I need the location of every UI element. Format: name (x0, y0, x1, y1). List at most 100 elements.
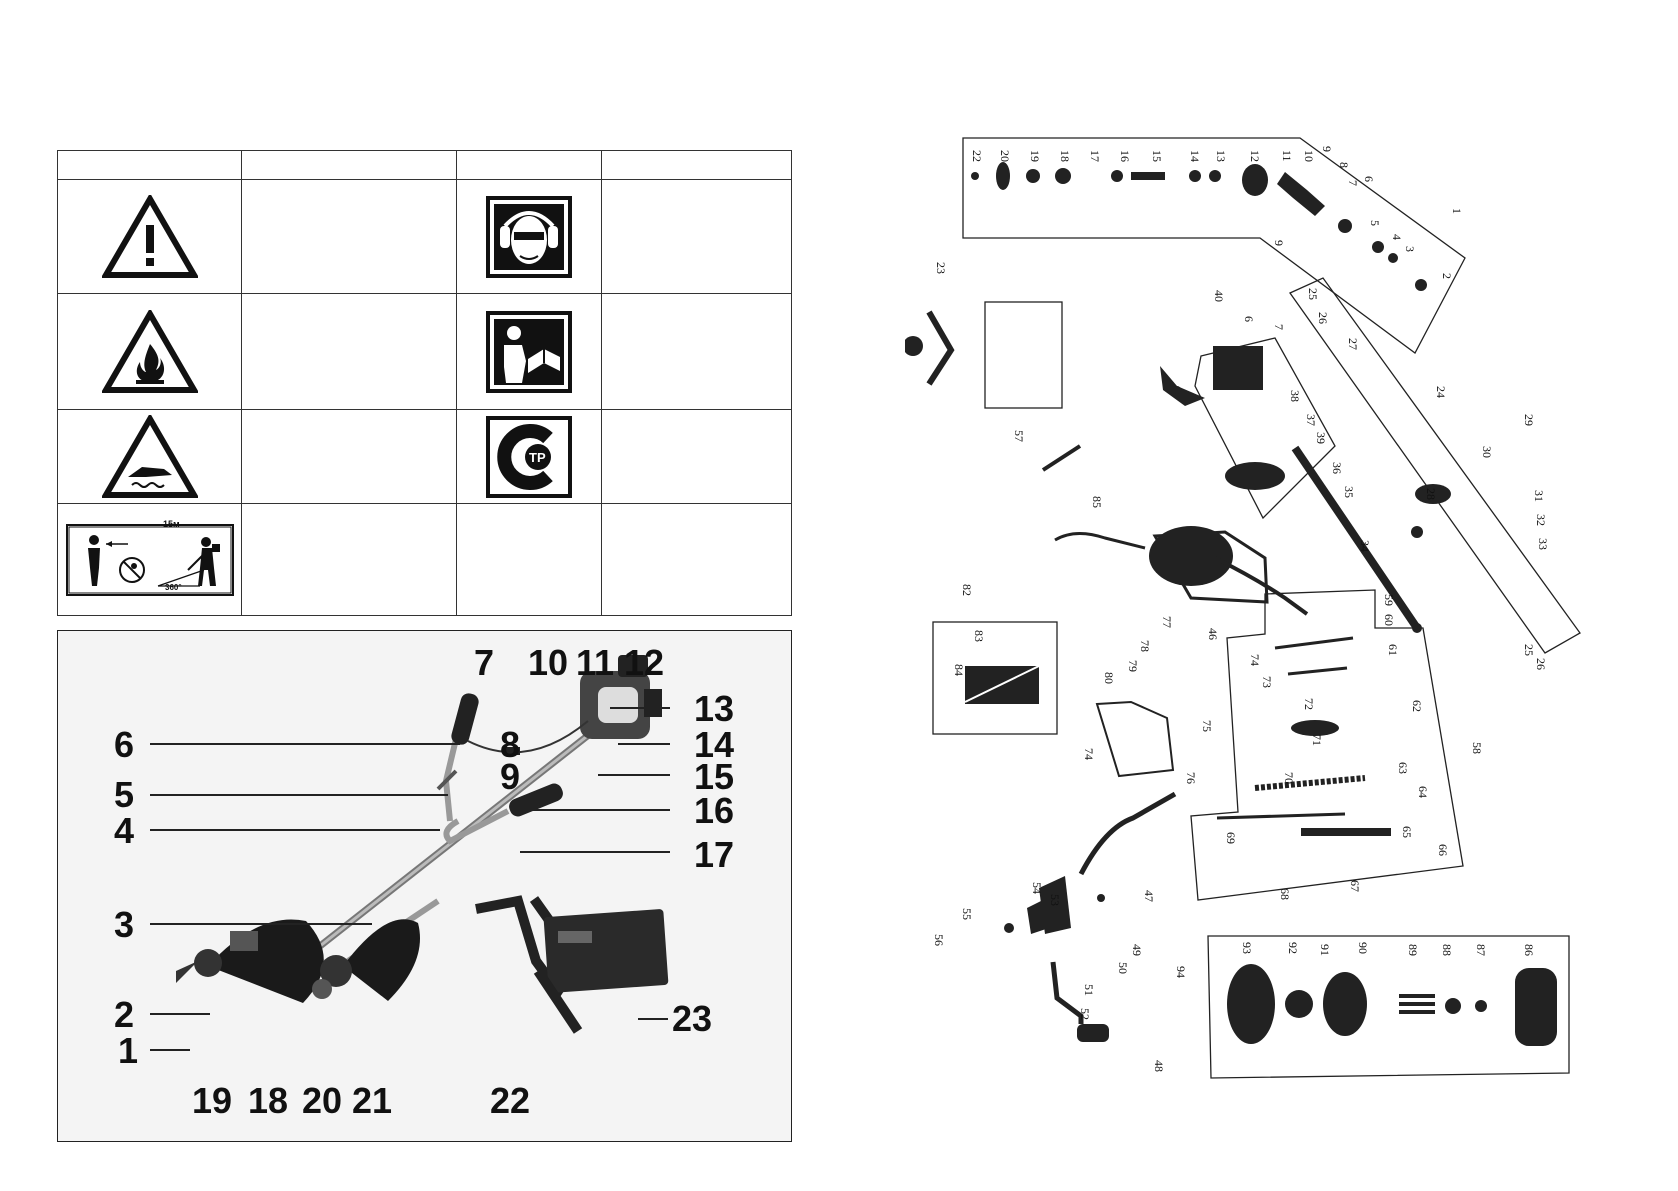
part-label: 74 (1248, 654, 1262, 666)
part-label: 20 (998, 150, 1012, 162)
part-label: 40 (1212, 290, 1226, 302)
part-label: 94 (1174, 966, 1188, 978)
part-label: 27 (1346, 338, 1360, 350)
part-label: 49 (1130, 944, 1144, 956)
part-label: 90 (1356, 942, 1370, 954)
part-label: 9 (1272, 240, 1286, 246)
part-label: 77 (1160, 616, 1174, 628)
table-divider (58, 503, 791, 504)
safety-symbols-table: TP 15м 360° (57, 150, 792, 616)
part-label: 38 (1288, 390, 1302, 402)
part-label: 66 (1436, 844, 1450, 856)
part-label: 54 (1030, 882, 1044, 894)
part-label: 7 (1346, 180, 1360, 186)
angle-label: 360° (165, 583, 182, 592)
callout-leader (150, 829, 440, 831)
part-label: 31 (1532, 490, 1546, 502)
part-label: 2 (1440, 273, 1454, 279)
callout-number: 15 (694, 756, 735, 797)
part-label: 74 (1082, 748, 1096, 760)
part-label: 17 (1088, 150, 1102, 162)
part-label: 85 (1090, 496, 1104, 508)
part-label: 7 (1272, 324, 1286, 330)
part-label: 36 (1330, 462, 1344, 474)
part-label: 78 (1138, 640, 1152, 652)
callout-leader (598, 774, 670, 776)
part-label: 87 (1474, 944, 1488, 956)
callout-leader (618, 743, 670, 745)
table-divider (58, 409, 791, 410)
part-label: 46 (1206, 628, 1220, 640)
part-label: 62 (1410, 700, 1424, 712)
part-label: 18 (1058, 150, 1072, 162)
part-label: 15 (1150, 150, 1164, 162)
part-label: 84 (952, 664, 966, 676)
callout-leader (150, 743, 460, 745)
part-label: 29 (1522, 414, 1536, 426)
part-label: 26 (1316, 312, 1330, 324)
part-label: 33 (1536, 538, 1550, 550)
part-label: 51 (1082, 984, 1096, 996)
part-label: 59 (1382, 594, 1396, 606)
part-label: 91 (1318, 944, 1332, 956)
callout-number: 11 (576, 642, 615, 683)
callout-number: 19 (192, 1080, 233, 1121)
part-label: 34 (1358, 540, 1372, 552)
part-label: 65 (1400, 826, 1414, 838)
part-label: 3 (1403, 246, 1417, 252)
part-label: 64 (1416, 786, 1430, 798)
callout-number: 6 (114, 724, 135, 765)
part-label: 35 (1342, 486, 1356, 498)
callout-leader (150, 1013, 210, 1015)
callout-number: 16 (694, 790, 735, 831)
part-label: 50 (1116, 962, 1130, 974)
part-label: 67 (1348, 880, 1362, 892)
part-label: 63 (1396, 762, 1410, 774)
part-label: 19 (1028, 150, 1042, 162)
callout-leader (528, 809, 670, 811)
callout-leader (520, 851, 670, 853)
part-label: 57 (1012, 430, 1026, 442)
part-label: 39 (1314, 432, 1328, 444)
part-label: 72 (1302, 698, 1316, 710)
part-label: 58 (1470, 742, 1484, 754)
part-label: 48 (1152, 1060, 1166, 1072)
part-label: 1 (1450, 208, 1464, 214)
part-label: 60 (1382, 614, 1396, 626)
table-divider (58, 179, 791, 180)
part-label: 10 (1302, 150, 1316, 162)
part-label: 13 (1214, 150, 1228, 162)
part-label: 25 (1522, 644, 1536, 656)
flammable-warning-icon (58, 294, 241, 409)
ear-eye-protection-icon (456, 180, 601, 293)
part-label: 70 (1282, 772, 1296, 784)
part-label: 22 (970, 150, 984, 162)
distance-label: 15м (163, 519, 180, 529)
table-divider (241, 151, 242, 615)
part-label: 86 (1522, 944, 1536, 956)
callout-leader (638, 1018, 668, 1020)
part-label: 53 (1048, 894, 1062, 906)
part-label: 52 (1078, 1008, 1092, 1020)
part-label: 92 (1286, 942, 1300, 954)
part-label: 9 (1320, 146, 1334, 152)
part-label: 25 (1306, 288, 1320, 300)
part-label: 8 (1337, 162, 1351, 168)
part-label: 75 (1200, 720, 1214, 732)
part-label: 37 (1304, 414, 1318, 426)
warning-exclamation-icon (58, 180, 241, 293)
part-label: 76 (1184, 772, 1198, 784)
part-label: 4 (1390, 234, 1404, 240)
callout-number: 14 (694, 724, 735, 765)
callout-number: 21 (352, 1080, 393, 1121)
part-label: 6 (1242, 316, 1256, 322)
part-label: 12 (1248, 150, 1262, 162)
callout-number: 17 (694, 834, 735, 875)
part-label: 23 (934, 262, 948, 274)
part-label: 89 (1406, 944, 1420, 956)
table-divider (58, 293, 791, 294)
part-label: 6 (1362, 176, 1376, 182)
brushcutter-overview-figure: 6 5 4 3 2 1 13 14 15 16 17 23 7 10 11 12… (57, 630, 792, 1142)
callout-number: 13 (694, 688, 735, 729)
part-label: 73 (1260, 676, 1274, 688)
